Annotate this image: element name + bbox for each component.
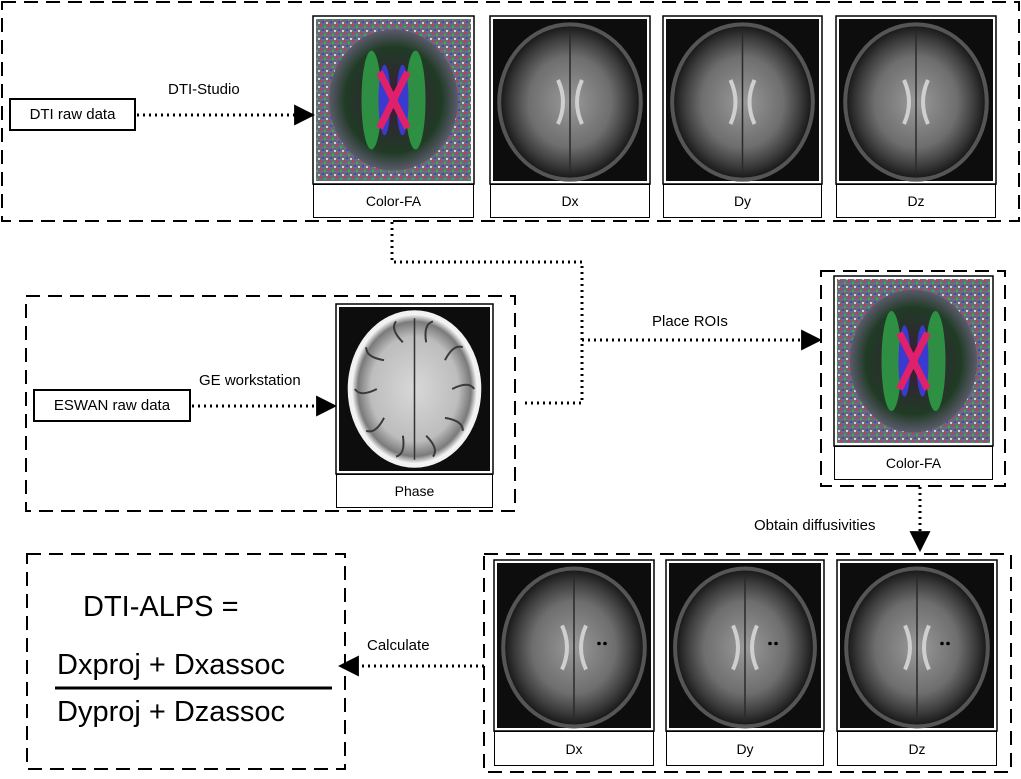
phase-caption: Phase bbox=[336, 474, 493, 508]
formula-numerator: Dxproj + Dxassoc bbox=[57, 649, 286, 681]
roi-color-fa-image-corpus-callosum bbox=[896, 331, 931, 391]
bottom-dx-image-ventricles bbox=[560, 624, 588, 671]
phase-image-sulcus bbox=[444, 416, 464, 431]
roi-color-fa-image-tract-left bbox=[881, 311, 902, 411]
diffusivity-caption: Dy bbox=[666, 731, 824, 766]
eswan-raw-data-box: ESWAN raw data bbox=[33, 389, 191, 422]
bottom-dx-image-roi-dot bbox=[597, 641, 601, 646]
phase-image-sulcus bbox=[425, 434, 436, 458]
top-dx-image-ventricles bbox=[556, 79, 584, 125]
top-color-fa-image-tract-right bbox=[405, 50, 426, 150]
phase-image-sulcus bbox=[395, 435, 405, 458]
bottom-dz-image-roi-dot bbox=[946, 641, 950, 646]
diffusivity-caption: Dz bbox=[837, 731, 997, 766]
phase-image-sulcus bbox=[451, 383, 476, 390]
map-caption: Dz bbox=[836, 184, 996, 218]
calculate-label: Calculate bbox=[367, 637, 430, 654]
top-color-fa-image-tract-left bbox=[361, 50, 382, 150]
top-dy-image-ventricles bbox=[728, 79, 757, 125]
top-dz-image-ventricles bbox=[902, 79, 930, 125]
bottom-dy-image-roi-dot bbox=[774, 641, 778, 646]
roi-color-fa-image-tract-right bbox=[925, 311, 946, 411]
phase-image-sulcus bbox=[393, 320, 404, 344]
connector-merge bbox=[390, 222, 584, 405]
obtain-diffusivities-label: Obtain diffusivities bbox=[754, 517, 876, 534]
eswan-panel bbox=[25, 295, 516, 512]
bottom-dy-image-ventricles bbox=[731, 624, 759, 671]
phase-image-sulcus bbox=[353, 388, 378, 395]
top-color-fa-image-corpus-callosum bbox=[376, 70, 411, 130]
dti-raw-data-box: DTI raw data bbox=[9, 98, 136, 131]
map-caption: Dy bbox=[663, 184, 822, 218]
phase-image-sulcus bbox=[424, 320, 434, 343]
place-rois-label: Place ROIs bbox=[652, 313, 728, 330]
phase-image-sulcus bbox=[365, 417, 385, 433]
phase-image-sulcus bbox=[365, 347, 385, 362]
bottom-dz-image-ventricles bbox=[903, 624, 931, 671]
bottom-dz-image-roi-dot bbox=[940, 641, 944, 646]
formula-lhs: DTI-ALPS = bbox=[83, 591, 239, 623]
ge-workstation-label: GE workstation bbox=[199, 372, 301, 389]
map-caption: Dx bbox=[490, 184, 650, 218]
bottom-dx-image-roi-dot bbox=[603, 641, 607, 646]
roi-panel bbox=[820, 270, 1006, 487]
dti-studio-label: DTI-Studio bbox=[168, 81, 240, 98]
connectors bbox=[137, 104, 931, 677]
dti-panel bbox=[1, 1, 1020, 222]
diffusivity-caption: Dx bbox=[494, 731, 654, 766]
image-group bbox=[312, 15, 998, 732]
roi-color-fa-caption: Color-FA bbox=[834, 446, 993, 480]
formula-denominator: Dyproj + Dzassoc bbox=[57, 696, 286, 728]
map-caption: Color-FA bbox=[313, 184, 474, 218]
bottom-dy-image-roi-dot bbox=[768, 641, 772, 646]
phase-image-sulcus bbox=[444, 345, 464, 361]
